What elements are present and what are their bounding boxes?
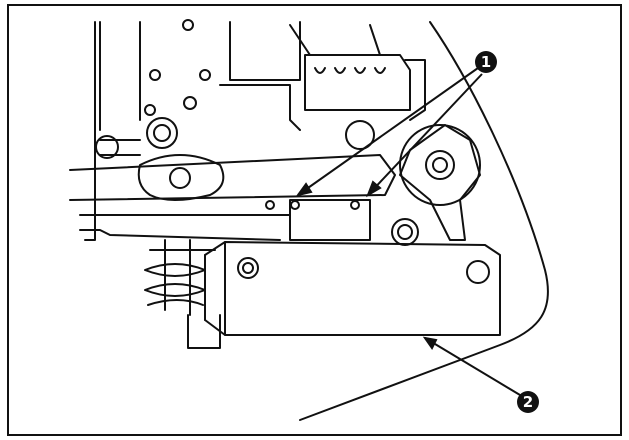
cover-curve [299, 21, 549, 421]
star-wheel [399, 124, 481, 206]
figure-border [7, 4, 622, 436]
callout-1-leaders [295, 67, 483, 198]
machine-body [69, 19, 549, 421]
callout-1-badge [475, 51, 497, 73]
callout-2: 2 [517, 391, 539, 413]
upper-arm [69, 154, 396, 201]
upper-guide [304, 54, 411, 111]
callout-2-label: 2 [523, 393, 533, 411]
lower-cover [204, 241, 501, 336]
callout-2-badge [517, 391, 539, 413]
callout-1-label: 1 [481, 53, 491, 71]
callout-1: 1 [475, 51, 497, 73]
callout-2-leader [422, 336, 521, 396]
